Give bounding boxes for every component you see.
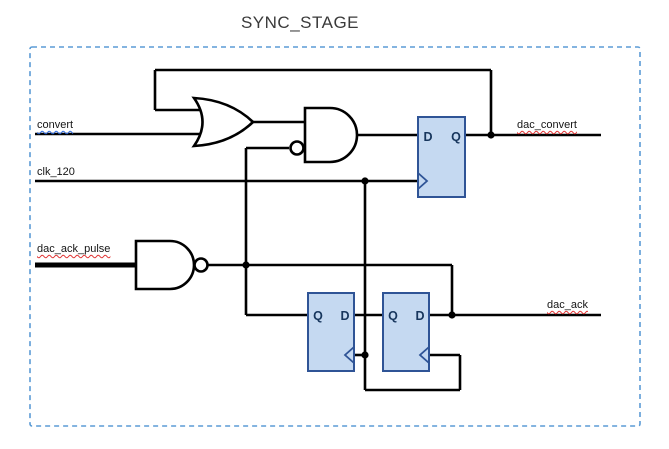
diagram-title: SYNC_STAGE	[240, 13, 360, 32]
ff-top-pin-d: D	[423, 130, 432, 144]
junction-dot	[361, 351, 369, 359]
nand-gate	[134, 239, 196, 291]
and-gate	[303, 106, 359, 164]
clock-triangle-icon	[418, 346, 430, 364]
signal-label-dac-ack-pulse: dac_ack_pulse	[37, 243, 111, 255]
signal-label-dac-convert: dac_convert	[517, 119, 577, 131]
and-input-bubble-icon	[289, 140, 305, 156]
nand-output-bubble-icon	[193, 257, 209, 273]
flipflop-top	[417, 116, 466, 198]
dashed-border	[29, 46, 641, 427]
signal-label-clk-120: clk_120	[37, 166, 75, 178]
ff-br-pin-d: D	[415, 309, 424, 323]
or-gate	[191, 96, 255, 148]
clock-triangle-icon	[417, 172, 429, 190]
ff-bl-pin-q: Q	[313, 309, 323, 323]
junction-dot	[361, 177, 369, 185]
junction-dot	[242, 261, 250, 269]
ff-bl-pin-d: D	[340, 309, 349, 323]
ff-br-pin-q: Q	[388, 309, 398, 323]
clock-triangle-icon	[343, 346, 355, 364]
flipflop-bottom-left	[307, 292, 355, 372]
junction-dot	[448, 311, 456, 319]
signal-label-dac-ack: dac_ack	[547, 299, 588, 311]
signal-label-convert: convert	[37, 119, 74, 131]
flipflops: D Q Q D Q D	[307, 116, 466, 372]
junction-dots	[242, 131, 495, 359]
junction-dot	[487, 131, 495, 139]
flipflop-bottom-right	[382, 292, 430, 372]
gates	[134, 96, 359, 291]
ff-top-pin-q: Q	[451, 130, 461, 144]
